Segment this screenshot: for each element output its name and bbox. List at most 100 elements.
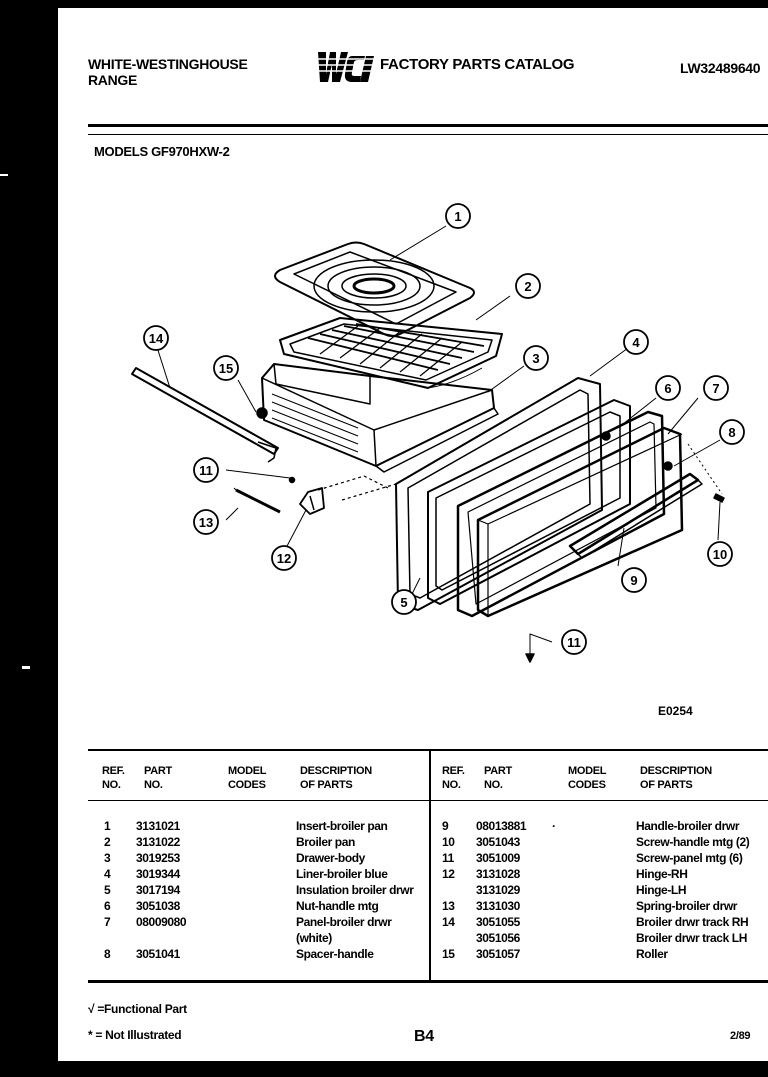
ref-cell: 5 [104, 883, 111, 897]
broiler-insulation-part [427, 399, 631, 605]
part-number-cell: 08009080 [136, 915, 187, 929]
nut-part [601, 431, 611, 441]
ref-cell: 12 [442, 867, 455, 881]
scan-mark [0, 174, 8, 176]
description-cell: Broiler pan [296, 835, 355, 849]
brand-block: WHITE-WESTINGHOUSE RANGE [88, 56, 248, 88]
callout-5: 5 [391, 589, 417, 615]
description-cell: Insert-broiler pan [296, 819, 388, 833]
ref-cell: 4 [104, 867, 111, 881]
callout-8: 8 [719, 419, 745, 445]
callouts: 1 2 3 4 5 6 7 8 9 10 11 11 12 13 14 15 [143, 203, 745, 655]
screw-part [713, 493, 725, 503]
brand-name: WHITE-WESTINGHOUSE [88, 56, 248, 72]
wci-logo [314, 52, 376, 82]
callout-1: 1 [445, 203, 471, 229]
ref-cell: 9 [442, 819, 449, 833]
ref-cell: 10 [442, 835, 455, 849]
ref-cell: 2 [104, 835, 111, 849]
part-number-cell: 3051055 [476, 915, 520, 929]
part-number-cell: 3131030 [476, 899, 520, 913]
part-number-cell: 3051043 [476, 835, 520, 849]
small-screw-part [288, 476, 296, 484]
part-number-cell: 3131022 [136, 835, 180, 849]
scan-mark [22, 666, 30, 669]
part-number-cell: 3051057 [476, 947, 520, 961]
broiler-drawer-handle-part [568, 472, 703, 559]
spring-part [233, 487, 281, 514]
broiler-drawer-track-part [131, 367, 279, 463]
callout-11: 11 [193, 457, 219, 483]
model-cell: · [552, 819, 556, 833]
hinge-part [299, 487, 325, 515]
figure-code: E0254 [658, 704, 693, 718]
part-number-cell: 3051056 [476, 931, 520, 945]
callout-label: 2 [524, 279, 531, 294]
date-code: 2/89 [730, 1030, 751, 1042]
catalog-number: LW32489640 [680, 60, 761, 76]
description-cell: Panel-broiler drwr [296, 915, 392, 929]
description-cell: (white) [296, 931, 332, 945]
catalog-sheet: WHITE-WESTINGHOUSE RANGE FACTORY PARTS C… [58, 8, 768, 1061]
callout-14: 14 [143, 325, 169, 351]
ref-cell: 1 [104, 819, 111, 833]
models-line: MODELS GF970HXW-2 [94, 144, 230, 159]
insert-broiler-pan-part [274, 241, 475, 337]
ref-cell: 14 [442, 915, 455, 929]
part-number-cell: 3051041 [136, 947, 180, 961]
callout-label: 3 [532, 351, 539, 366]
description-cell: Screw-handle mtg (2) [636, 835, 750, 849]
table-bottom-rule [88, 980, 768, 983]
callout-label: 8 [728, 425, 735, 440]
description-cell: Spacer-handle [296, 947, 374, 961]
drawer-body-part [256, 363, 499, 473]
ref-cell: 15 [442, 947, 455, 961]
callout-13: 13 [193, 509, 219, 535]
part-number-cell: 3051009 [476, 851, 520, 865]
description-cell: Broiler drwr track LH [636, 931, 747, 945]
ref-cell: 13 [442, 899, 455, 913]
broiler-pan-part [279, 317, 503, 389]
callout-9: 9 [621, 567, 647, 593]
callout-12: 12 [271, 545, 297, 571]
broiler-drawer-panel-part [476, 426, 684, 618]
callout-label: 14 [149, 331, 164, 346]
part-number-cell: 08013881 [476, 819, 527, 833]
header-ref: REF.NO. [442, 765, 465, 791]
callout-10: 10 [707, 541, 733, 567]
catalog-title: FACTORY PARTS CATALOG [380, 56, 575, 73]
description-cell: Hinge-RH [636, 867, 688, 881]
callout-label: 9 [630, 573, 637, 588]
exploded-parts-diagram: 1 2 3 4 5 6 7 8 9 10 11 11 12 13 14 15 [131, 203, 745, 663]
page-number: B4 [414, 1028, 434, 1045]
callout-label: 10 [713, 547, 727, 562]
callout-4: 4 [623, 329, 649, 355]
description-cell: Roller [636, 947, 668, 961]
part-number-cell: 3051038 [136, 899, 180, 913]
part-number-cell: 3019344 [136, 867, 180, 881]
part-number-cell: 3131028 [476, 867, 520, 881]
part-number-cell: 3131029 [476, 883, 520, 897]
callout-label: 7 [712, 381, 719, 396]
insulation-panel-part [456, 410, 666, 618]
spacer-part [663, 461, 673, 471]
table-header-rule [88, 800, 768, 801]
callout-15: 15 [213, 355, 239, 381]
description-cell: Screw-panel mtg (6) [636, 851, 743, 865]
functional-part-note: √ =Functional Part [88, 1002, 187, 1016]
ref-cell: 7 [104, 915, 111, 929]
callout-6: 6 [655, 375, 681, 401]
callout-label: 4 [632, 335, 640, 350]
callout-label: 11 [567, 635, 581, 650]
description-cell: Insulation broiler drwr [296, 883, 414, 897]
not-illustrated-note: * = Not Illustrated [88, 1028, 182, 1042]
table-top-rule [88, 749, 768, 751]
callout-label: 5 [400, 595, 407, 610]
description-cell: Drawer-body [296, 851, 365, 865]
